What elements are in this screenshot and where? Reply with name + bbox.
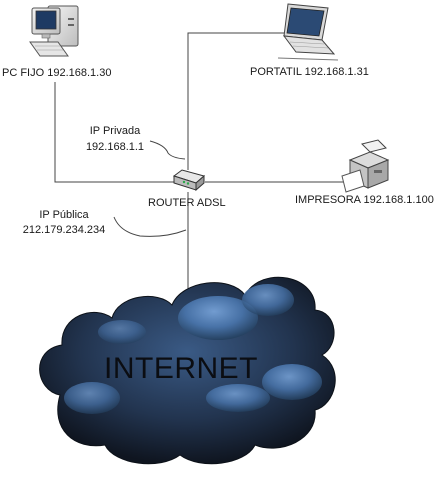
cloud-highlight (242, 284, 294, 316)
router-icon (172, 169, 206, 192)
internet-cloud (39, 276, 336, 465)
public-ip-callout (113, 216, 187, 237)
cloud-highlight (178, 296, 258, 340)
desktop-computer-icon (29, 5, 79, 57)
public-ip-value: 212.179.234.234 (22, 224, 106, 236)
router-label: ROUTER ADSL (148, 197, 226, 209)
cloud-highlight (206, 384, 270, 412)
public-ip-annotation: IP Pública 212.179.234.234 (14, 209, 114, 237)
printer-icon (341, 139, 390, 193)
link-pc-router (54, 82, 175, 183)
laptop-icon (277, 3, 339, 61)
internet-label: INTERNET (104, 352, 258, 385)
private-ip-annotation: IP Privada 192.168.1.1 (85, 125, 145, 154)
private-ip-value: 192.168.1.1 (85, 141, 145, 153)
connection-lines (54, 32, 350, 300)
cloud-highlight (98, 320, 146, 344)
link-laptop-router (187, 32, 297, 170)
private-ip-callout (149, 140, 186, 160)
pc-label: PC FIJO 192.168.1.30 (2, 67, 112, 79)
cloud-highlight (64, 382, 120, 414)
printer-label: IMPRESORA 192.168.1.100 (295, 194, 434, 206)
cloud-highlight (262, 364, 322, 400)
laptop-label: PORTATIL 192.168.1.31 (250, 66, 369, 78)
public-ip-title: IP Pública (39, 209, 89, 221)
private-ip-title: IP Privada (89, 125, 141, 137)
